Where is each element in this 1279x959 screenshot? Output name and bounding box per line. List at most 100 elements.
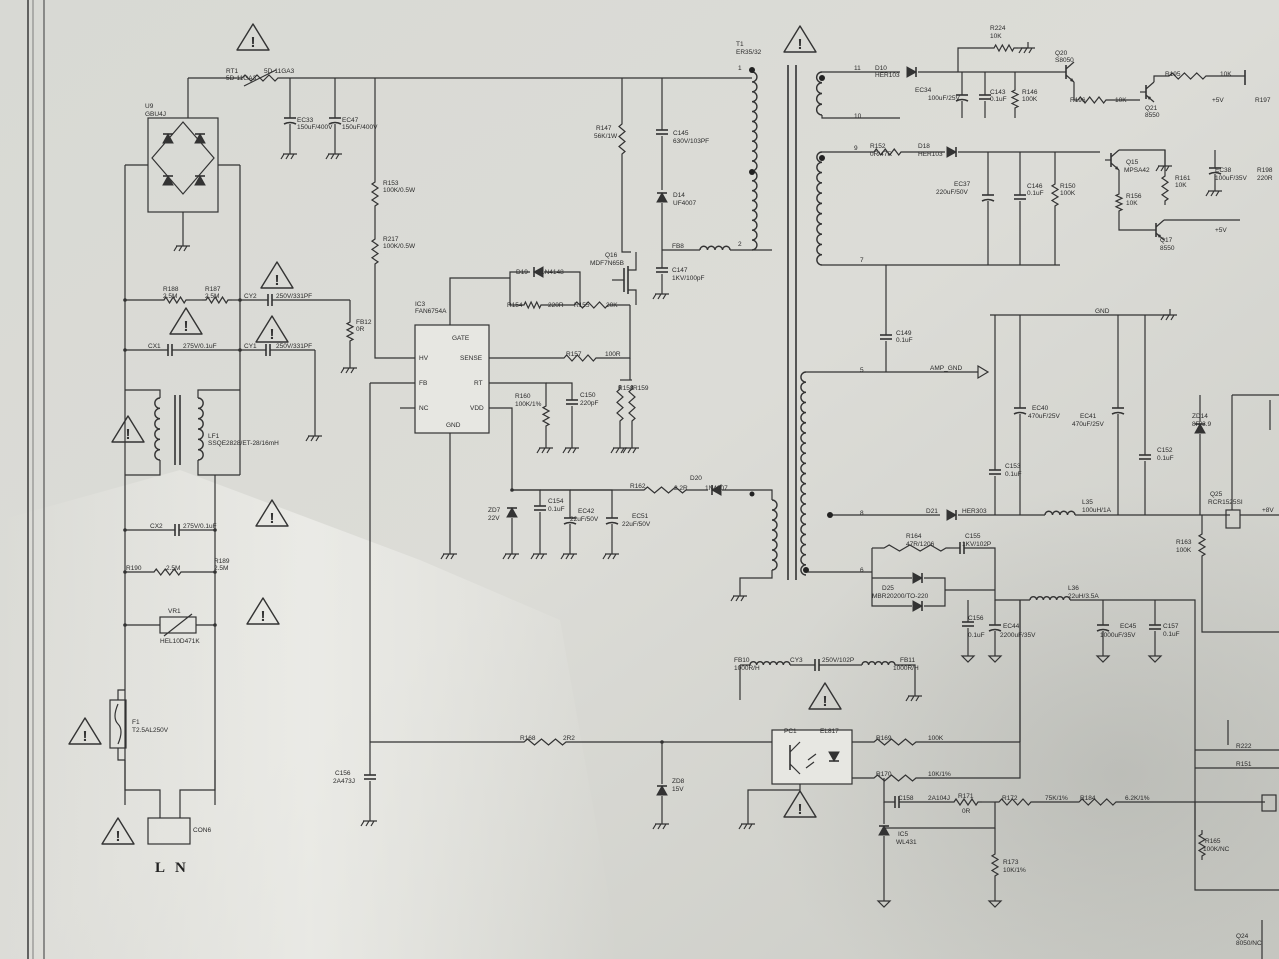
ground-symbol — [340, 362, 357, 374]
resistor-r154 — [520, 300, 545, 310]
diode — [162, 174, 174, 186]
capacitor-ec41 — [1111, 411, 1125, 415]
zener-zd8 — [656, 784, 668, 796]
ground-symbol — [440, 548, 457, 560]
resistor-r157 — [560, 354, 600, 362]
component-label: 1000R/H — [893, 665, 919, 672]
ground-symbol — [1160, 309, 1177, 321]
component-label: EC41 — [1080, 413, 1097, 420]
winding-dot — [749, 169, 755, 175]
component-label: MBR20200/TO-220 — [872, 593, 929, 600]
warning-icon — [255, 315, 289, 343]
wire — [1153, 75, 1165, 82]
component-label: 0.1uF — [896, 337, 913, 344]
plus5v-label: +5V — [1215, 227, 1227, 234]
component-label: 20K — [606, 302, 618, 309]
ground-arrow-symbol — [987, 895, 1003, 908]
component-label: C156 — [335, 770, 351, 777]
component-label: C154 — [548, 498, 564, 505]
component-label: HER103 — [875, 72, 900, 79]
component-label: 1N4007 — [705, 485, 728, 492]
component-label: PC1 — [784, 728, 797, 735]
ground-symbol — [1155, 160, 1172, 172]
component-label: 100K/NC — [1203, 846, 1230, 853]
component-label: 275V/0.1uF — [183, 523, 217, 530]
diode — [194, 174, 206, 186]
component-label: HER303 — [962, 508, 987, 515]
ground-symbol — [530, 548, 547, 560]
component-label: Q17 — [1160, 237, 1173, 244]
warning-icon-mark: ! — [270, 510, 275, 527]
component-label: 0.1uF — [1005, 471, 1022, 478]
junction-dot — [213, 528, 217, 532]
winding-dot — [803, 567, 809, 573]
warning-icon-mark: ! — [251, 34, 256, 51]
component-label: R224 — [990, 25, 1006, 32]
component-label: UF4007 — [673, 200, 697, 207]
junction-dot — [123, 298, 127, 302]
warning-icon — [236, 23, 270, 51]
component-label: R163 — [1176, 539, 1192, 546]
component-label: CY2 — [244, 293, 257, 300]
component-label: HV — [419, 355, 429, 362]
component-label: D25 — [882, 585, 894, 592]
transformer-pin-label: 2 — [738, 241, 742, 248]
component-label: CY1 — [244, 343, 257, 350]
component-label: R189 — [214, 558, 230, 565]
component-label: Q21 — [1145, 105, 1158, 112]
component-label: 6.2K/1% — [1125, 795, 1150, 802]
wire — [1118, 215, 1150, 231]
wire — [1201, 560, 1279, 633]
component-label: 0R — [962, 808, 971, 815]
ec47-label: 150uF/400V — [342, 124, 378, 131]
resistor-r217 — [370, 235, 380, 268]
ground-symbol — [502, 548, 519, 560]
junction-dot — [123, 623, 127, 627]
component-label: R170 — [876, 771, 892, 778]
warning-icon — [111, 415, 145, 443]
wire — [197, 389, 240, 398]
component-label: D19 — [516, 269, 528, 276]
component-label: D18 — [918, 143, 930, 150]
component-label: R152 — [870, 143, 886, 150]
ec47-label: EC47 — [342, 117, 359, 124]
component-label: 15V — [672, 786, 684, 793]
amp-gnd-label: AMP_GND — [930, 365, 962, 372]
component-label: 0.1uF — [1163, 631, 1180, 638]
component-label: CY3 — [790, 657, 803, 664]
component-label: C155 — [965, 533, 981, 540]
component-label: 2A104J — [928, 795, 950, 802]
component-label: 100uF/25V — [928, 95, 960, 102]
inductor-l35 — [1044, 510, 1076, 516]
resistor-r159 — [628, 385, 636, 425]
warning-icon — [783, 790, 817, 818]
resistor-r169 — [870, 738, 920, 746]
optocoupler-transistor — [789, 763, 801, 775]
transistor-q15 — [1110, 149, 1120, 158]
ground-symbol — [280, 148, 297, 160]
transistor-output — [1261, 794, 1277, 812]
component-label: R156 — [1126, 193, 1142, 200]
component-label: D10 — [875, 65, 887, 72]
component-label: LF1 — [208, 433, 220, 440]
warning-icon — [246, 597, 280, 625]
gnd-label: GND — [1095, 308, 1110, 315]
component-label: IC3 — [415, 301, 426, 308]
component-label: R150 — [1060, 183, 1076, 190]
component-label: VDD — [470, 405, 484, 412]
component-label: R217 — [383, 236, 399, 243]
diode-d19 — [532, 266, 544, 278]
diode-d14 — [656, 191, 668, 203]
ferrite-fb8 — [699, 245, 731, 251]
resistor-r224 — [990, 43, 1018, 53]
wire — [628, 289, 637, 305]
ground-symbol — [536, 442, 553, 454]
component-label: 250V/331PF — [276, 343, 312, 350]
component-label: 100uF/35V — [1215, 175, 1247, 182]
component-label: 220R — [1257, 175, 1273, 182]
component-label: EL817 — [820, 728, 839, 735]
wire — [449, 277, 510, 325]
resistor-r155 — [570, 301, 612, 309]
component-label: MDF7N65B — [590, 260, 624, 267]
